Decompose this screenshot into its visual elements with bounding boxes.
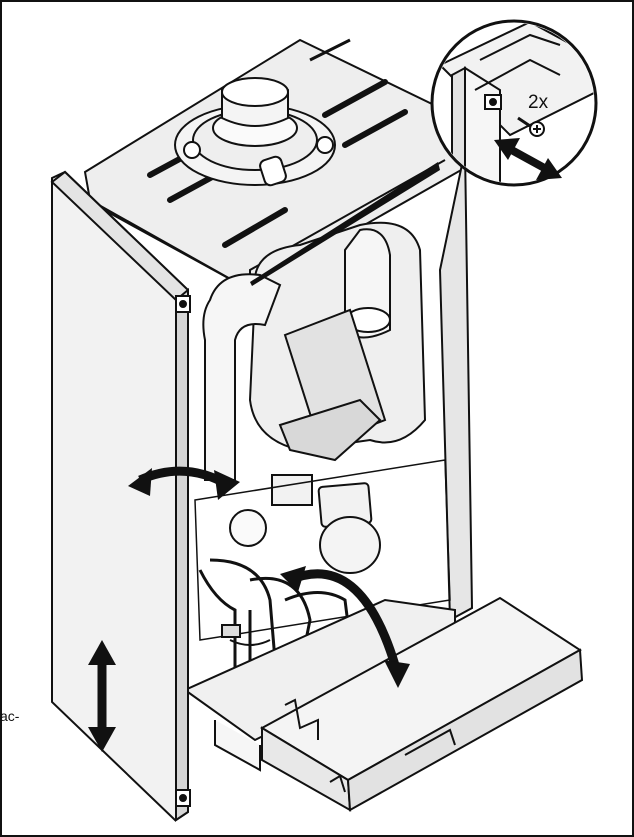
- flue-collar: [174, 77, 336, 187]
- fold-arrow: [280, 566, 410, 688]
- screw-count-label: 2x: [528, 92, 549, 113]
- lift-arrow: [88, 640, 116, 752]
- screw-direction-arrow: [494, 138, 562, 180]
- margin-text: ac-: [0, 708, 20, 724]
- rotate-arrow: [128, 466, 240, 500]
- callout-leader: [250, 162, 440, 286]
- bottom-panel: [259, 596, 584, 812]
- screw-icon: [517, 116, 545, 137]
- front-panel: [50, 170, 191, 822]
- screw-detail-callout: 2x: [430, 19, 598, 187]
